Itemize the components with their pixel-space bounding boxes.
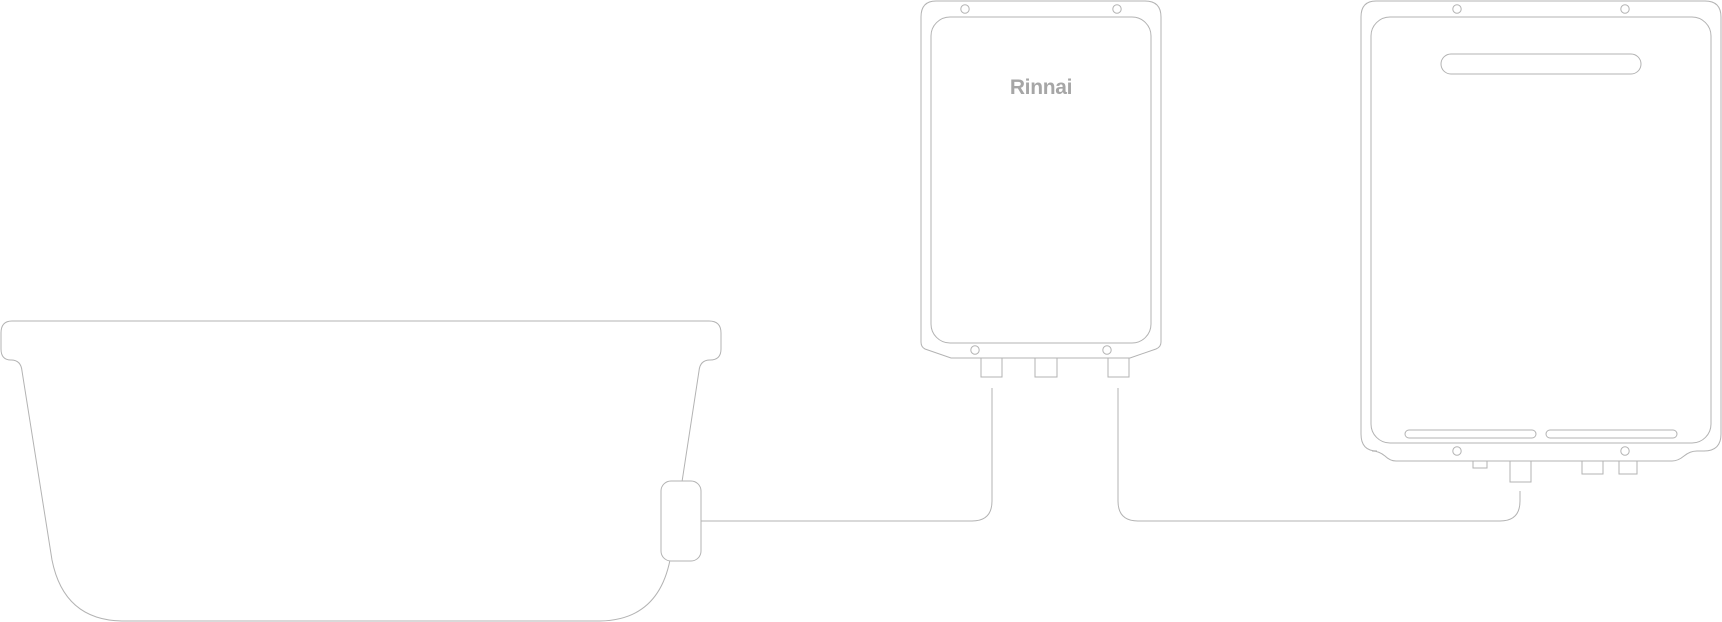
bath-fill-valve	[660, 480, 702, 562]
second-appliance-unit	[1360, 0, 1722, 483]
heater-brand-logo: Rinnai	[1010, 76, 1072, 99]
bath-fill-valve-box	[660, 480, 702, 562]
mount-hole-top-right	[1112, 4, 1122, 14]
appliance-connector-small	[1472, 460, 1488, 469]
connecting-pipe	[1117, 388, 1521, 522]
appliance-mount-hole-bottom-right	[1620, 446, 1630, 456]
heater-outlet-left	[980, 357, 1003, 378]
appliance-front-panel	[1370, 16, 1712, 444]
appliance-mount-hole-top-left	[1452, 4, 1462, 14]
mount-hole-bottom-left	[970, 345, 980, 355]
appliance-connector-main	[1509, 460, 1532, 483]
bath-tub	[0, 320, 722, 622]
appliance-mount-hole-top-right	[1620, 4, 1630, 14]
bath-tub-body	[0, 320, 722, 622]
appliance-connector-right-a	[1581, 460, 1604, 475]
water-heater-front-panel	[930, 16, 1152, 344]
appliance-mount-hole-bottom-left	[1452, 446, 1462, 456]
appliance-connector-right-b	[1618, 460, 1638, 475]
heater-outlet-right	[1107, 357, 1130, 378]
heater-outlet-middle	[1034, 357, 1058, 378]
mount-hole-bottom-right	[1102, 345, 1112, 355]
appliance-vent-left	[1404, 429, 1537, 439]
hot-water-pipe	[701, 388, 993, 522]
appliance-vent-right	[1545, 429, 1678, 439]
appliance-display-slot	[1440, 53, 1642, 75]
water-heater-unit: Rinnai	[920, 0, 1162, 378]
mount-hole-top-left	[960, 4, 970, 14]
